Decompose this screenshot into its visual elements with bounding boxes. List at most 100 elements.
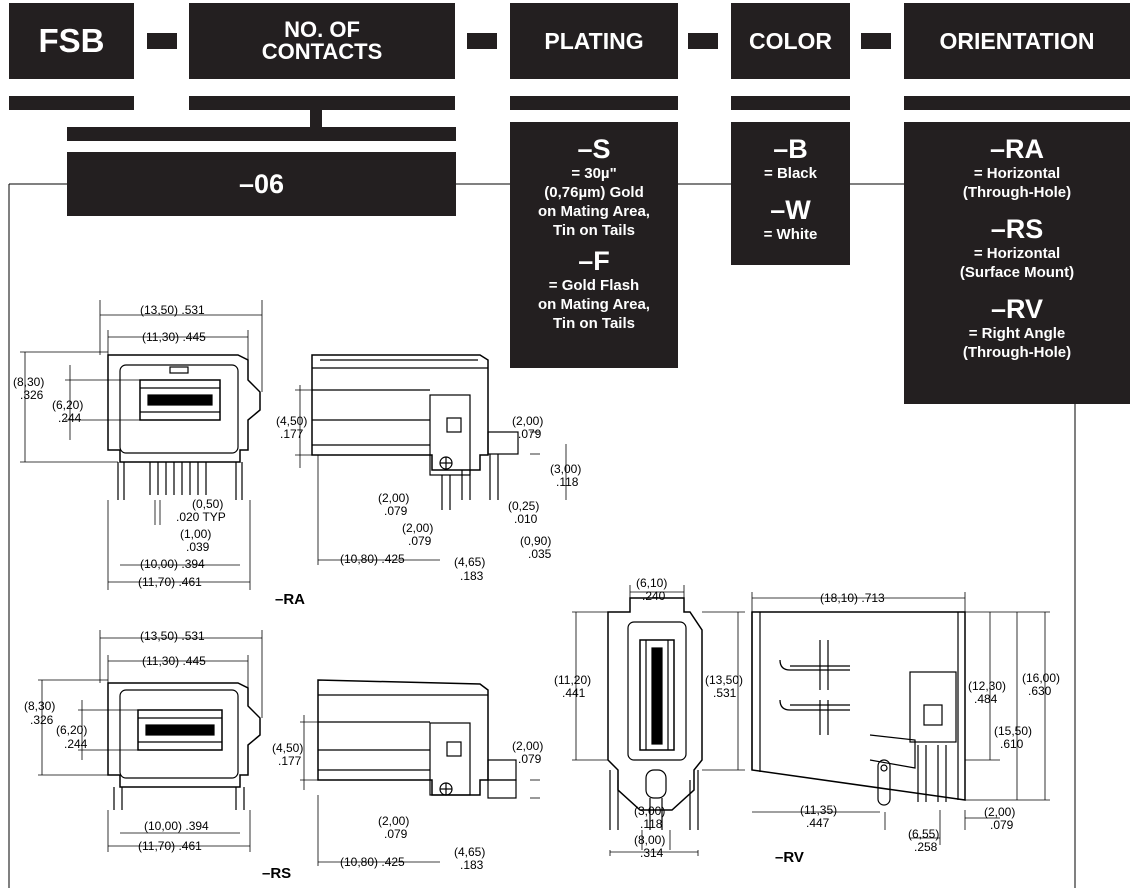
orientation-rv-desc-1: = Right Angle xyxy=(968,325,1066,342)
orientation-rs-desc-1: = Horizontal xyxy=(973,245,1061,262)
view-label-ra: –RA xyxy=(275,591,305,608)
dim-label: (13,50) .531 xyxy=(140,303,205,317)
dim-label: .326 xyxy=(20,388,44,402)
dim-label: (0,90) xyxy=(520,534,551,548)
plating-f-desc-3: Tin on Tails xyxy=(553,315,635,332)
orientation-rv-code: –RV xyxy=(990,294,1044,324)
dim-label: (4,50) xyxy=(272,741,303,755)
separator-dash xyxy=(147,33,177,49)
separator-dash xyxy=(467,33,497,49)
dim-label: .244 xyxy=(64,737,88,751)
view-label-rs: –RS xyxy=(262,865,291,882)
dim-label: .447 xyxy=(806,816,830,830)
dim-label: (3,00) xyxy=(550,462,581,476)
dim-label: (6,10) xyxy=(636,576,667,590)
separator-dash xyxy=(861,33,891,49)
orientation-header-box: ORIENTATION xyxy=(904,3,1130,79)
dim-label: (6,20) xyxy=(52,398,83,412)
dim-label: .020 TYP xyxy=(176,510,226,524)
dim-label: .610 xyxy=(1000,737,1024,751)
underbar-contacts xyxy=(189,96,455,110)
contacts-value-box: –06 xyxy=(67,152,456,216)
dim-label: .531 xyxy=(713,686,737,700)
dim-label: (1,00) xyxy=(180,527,211,541)
dim-label: (10,80) .425 xyxy=(340,552,405,566)
dim-label: (10,00) .394 xyxy=(144,819,209,833)
dim-label: .484 xyxy=(974,692,998,706)
orientation-rs-desc-2: (Surface Mount) xyxy=(959,264,1075,281)
dim-label: .244 xyxy=(58,411,82,425)
dim-label: (8,30) xyxy=(13,375,44,389)
contacts-value: –06 xyxy=(238,168,285,199)
dim-label: (11,70) .461 xyxy=(138,839,202,853)
orientation-ra-code: –RA xyxy=(989,134,1044,164)
contacts-bracket-stem xyxy=(310,110,322,128)
dim-label: .039 xyxy=(186,540,210,554)
ra-front-view xyxy=(20,300,263,590)
dim-label: .177 xyxy=(280,427,304,441)
dim-label: .079 xyxy=(408,534,432,548)
plating-s-desc-1: = 30µ" xyxy=(571,165,617,182)
color-b-code: –B xyxy=(773,134,808,164)
dim-label: .079 xyxy=(518,427,542,441)
dim-label: .079 xyxy=(990,818,1014,832)
dim-label: (11,20) xyxy=(554,673,591,687)
rv-front-view xyxy=(572,585,745,856)
dim-label: .630 xyxy=(1028,684,1052,698)
dim-label: (16,00) xyxy=(1022,671,1060,685)
dim-label: (11,70) .461 xyxy=(138,575,202,589)
dim-label: (15,50) xyxy=(994,724,1032,738)
color-label: COLOR xyxy=(748,27,833,54)
dim-label: (4,65) xyxy=(454,845,485,859)
dim-label: (13,50) xyxy=(705,673,743,687)
dim-label: (0,50) xyxy=(192,497,223,511)
dim-label: .079 xyxy=(384,504,408,518)
dim-label: (6,20) xyxy=(56,723,87,737)
underbar-orientation xyxy=(904,96,1130,110)
separator-dash xyxy=(688,33,718,49)
dim-label: (11,30) .445 xyxy=(142,330,206,344)
dim-label: .441 xyxy=(562,686,586,700)
dim-label: (13,50) .531 xyxy=(140,629,205,643)
dim-label: (10,80) .425 xyxy=(340,855,405,869)
fsb-header-box: FSB xyxy=(9,3,134,79)
dim-label: (2,00) xyxy=(512,739,543,753)
dim-label: .118 xyxy=(640,817,663,831)
rs-side-view xyxy=(300,679,540,866)
plating-label: PLATING xyxy=(544,27,644,54)
dim-label: (2,00) xyxy=(402,521,433,535)
contacts-header-box: NO. OF CONTACTS xyxy=(189,3,455,79)
dim-label: .177 xyxy=(278,754,302,768)
fsb-label: FSB xyxy=(38,22,105,59)
orientation-ra-desc-1: = Horizontal xyxy=(973,165,1061,182)
color-options-box: –B = Black –W = White xyxy=(731,122,850,265)
dim-label: (11,30) .445 xyxy=(142,654,206,668)
orientation-options-box: –RA = Horizontal (Through-Hole) –RS = Ho… xyxy=(904,122,1130,404)
view-label-rv: –RV xyxy=(775,849,804,866)
dim-label: .258 xyxy=(914,840,938,854)
dim-label: (18,10) .713 xyxy=(820,591,885,605)
dim-label: .326 xyxy=(30,713,54,727)
plating-f-desc-2: on Mating Area, xyxy=(538,296,650,313)
orientation-rs-code: –RS xyxy=(990,214,1044,244)
orientation-rv-desc-2: (Through-Hole) xyxy=(962,344,1072,361)
underbar-fsb xyxy=(9,96,134,110)
dim-label: (8,30) xyxy=(24,699,55,713)
dim-label: .118 xyxy=(556,475,579,489)
plating-header-box: PLATING xyxy=(510,3,678,79)
dim-label: (4,65) xyxy=(454,555,485,569)
dim-label: (3,00) xyxy=(634,804,665,818)
dim-label: .079 xyxy=(384,827,408,841)
rv-side-view xyxy=(751,592,1050,845)
plating-f-code: –F xyxy=(578,246,610,276)
underbar-plating xyxy=(510,96,678,110)
color-header-box: COLOR xyxy=(731,3,850,79)
color-w-code: –W xyxy=(770,195,811,225)
dim-label: (2,00) xyxy=(512,414,543,428)
rs-front-view xyxy=(38,630,263,852)
plating-s-desc-2: (0,76µm) Gold xyxy=(544,184,644,201)
plating-s-code: –S xyxy=(577,134,611,164)
dim-label: (2,00) xyxy=(984,805,1015,819)
plating-f-desc-1: = Gold Flash xyxy=(548,277,640,294)
dim-label: (6,55) xyxy=(908,827,939,841)
